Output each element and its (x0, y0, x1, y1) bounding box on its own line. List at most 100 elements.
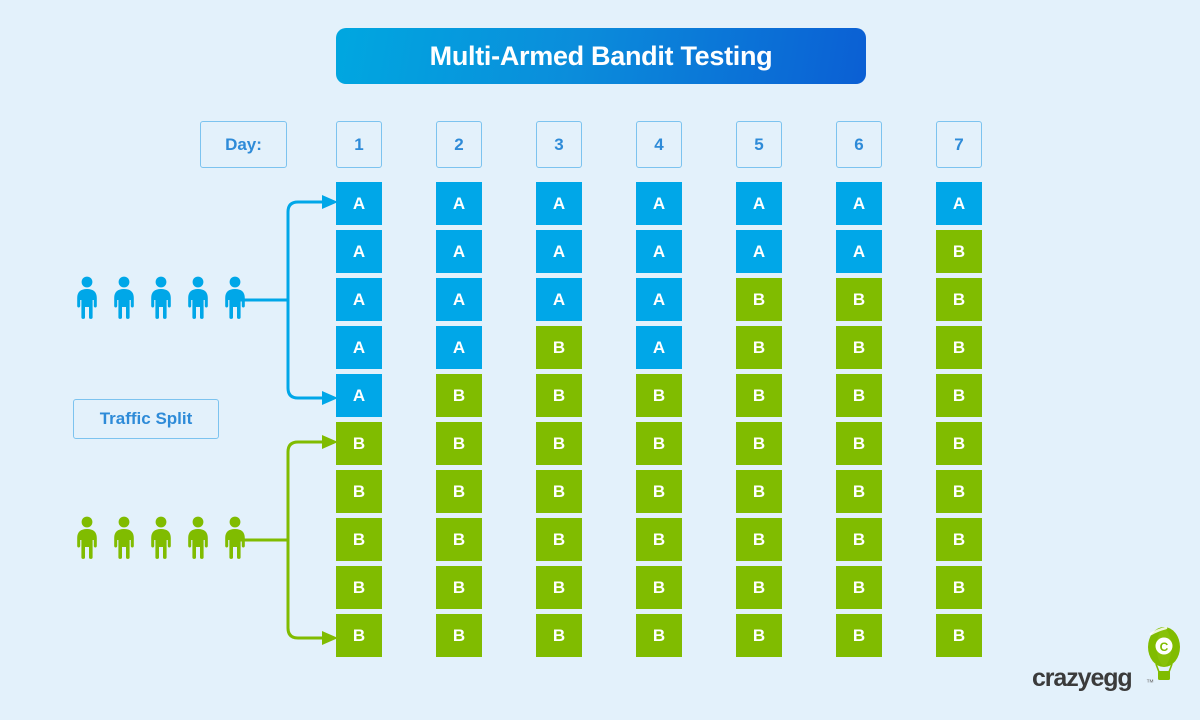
grid-cell-d7-r10: B (936, 614, 982, 657)
day-header-4: 4 (636, 121, 682, 168)
grid-cell-d2-r7: B (436, 470, 482, 513)
grid-cell-d1-r8: B (336, 518, 382, 561)
day-header-3: 3 (536, 121, 582, 168)
grid-cell-d3-r1: A (536, 182, 582, 225)
grid-cell-d1-r7: B (336, 470, 382, 513)
crazyegg-logo: C crazyegg ™ (1032, 626, 1182, 698)
grid-cell-d4-r4: A (636, 326, 682, 369)
day-header-7: 7 (936, 121, 982, 168)
person-icon (188, 516, 208, 559)
day-header-2: 2 (436, 121, 482, 168)
svg-text:C: C (1160, 640, 1169, 654)
day-header-label: 4 (654, 134, 664, 154)
person-icon (114, 276, 134, 319)
traffic-split-label: Traffic Split (99, 409, 193, 428)
grid-cell-d3-r2: A (536, 230, 582, 273)
grid-cell-d1-r10: B (336, 614, 382, 657)
grid-cell-d7-r8: B (936, 518, 982, 561)
grid-cell-d7-r6: B (936, 422, 982, 465)
person-icon (151, 516, 171, 559)
day-caption-box: Day: (200, 121, 287, 168)
grid-cell-d3-r4: B (536, 326, 582, 369)
grid-cell-d4-r3: A (636, 278, 682, 321)
grid-cell-d1-r6: B (336, 422, 382, 465)
person-icon (225, 516, 245, 559)
grid-cell-d5-r2: A (736, 230, 782, 273)
grid-cell-d2-r1: A (436, 182, 482, 225)
person-icon (114, 516, 134, 559)
grid-cell-d4-r2: A (636, 230, 682, 273)
people-group-b (74, 516, 248, 560)
grid-cell-d3-r6: B (536, 422, 582, 465)
bracket-group-b (232, 435, 338, 645)
grid-cell-d5-r6: B (736, 422, 782, 465)
grid-cell-d1-r4: A (336, 326, 382, 369)
grid-cell-d7-r9: B (936, 566, 982, 609)
grid-cell-d7-r4: B (936, 326, 982, 369)
bracket-group-a (232, 195, 338, 405)
grid-cell-d7-r7: B (936, 470, 982, 513)
grid-cell-d3-r3: A (536, 278, 582, 321)
page-title: Multi-Armed Bandit Testing (429, 40, 773, 71)
grid-cell-d6-r3: B (836, 278, 882, 321)
grid-cell-d1-r2: A (336, 230, 382, 273)
arrow-right-icon (322, 631, 338, 645)
grid-cell-d6-r1: A (836, 182, 882, 225)
logo-trademark: ™ (1146, 678, 1154, 687)
grid-cell-d1-r9: B (336, 566, 382, 609)
grid-cell-d6-r8: B (836, 518, 882, 561)
grid-cell-d2-r6: B (436, 422, 482, 465)
day-header-label: 6 (854, 134, 864, 154)
grid-cell-d2-r8: B (436, 518, 482, 561)
grid-cell-d3-r10: B (536, 614, 582, 657)
day-header-5: 5 (736, 121, 782, 168)
grid-cell-d2-r3: A (436, 278, 482, 321)
hot-air-balloon-icon: C (1148, 626, 1180, 680)
person-icon (151, 276, 171, 319)
grid-cell-d1-r1: A (336, 182, 382, 225)
person-icon (188, 276, 208, 319)
grid-cell-d6-r4: B (836, 326, 882, 369)
grid-cell-d3-r5: B (536, 374, 582, 417)
day-header-1: 1 (336, 121, 382, 168)
grid-cell-d7-r1: A (936, 182, 982, 225)
grid-cell-d3-r8: B (536, 518, 582, 561)
title-banner: Multi-Armed Bandit Testing (336, 28, 866, 84)
grid-cell-d3-r9: B (536, 566, 582, 609)
grid-cell-d6-r5: B (836, 374, 882, 417)
grid-cell-d5-r5: B (736, 374, 782, 417)
grid-cell-d2-r5: B (436, 374, 482, 417)
grid-cell-d5-r7: B (736, 470, 782, 513)
day-header-label: 7 (954, 134, 964, 154)
grid-cell-d2-r2: A (436, 230, 482, 273)
day-header-label: 2 (454, 134, 464, 154)
grid-cell-d4-r9: B (636, 566, 682, 609)
day-header-label: 1 (354, 134, 364, 154)
grid-cell-d3-r7: B (536, 470, 582, 513)
grid-cell-d6-r10: B (836, 614, 882, 657)
person-icon (77, 276, 97, 319)
arrow-right-icon (322, 391, 338, 405)
grid-cell-d6-r7: B (836, 470, 882, 513)
grid-cell-d7-r5: B (936, 374, 982, 417)
grid-cell-d4-r5: B (636, 374, 682, 417)
arrow-right-icon (322, 435, 338, 449)
day-caption-label: Day: (225, 134, 262, 154)
grid-cell-d1-r5: A (336, 374, 382, 417)
grid-cell-d4-r6: B (636, 422, 682, 465)
day-header-6: 6 (836, 121, 882, 168)
grid-cell-d1-r3: A (336, 278, 382, 321)
grid-cell-d4-r8: B (636, 518, 682, 561)
grid-cell-d2-r9: B (436, 566, 482, 609)
grid-cell-d4-r10: B (636, 614, 682, 657)
grid-cell-d5-r9: B (736, 566, 782, 609)
person-icon (225, 276, 245, 319)
grid-cell-d6-r2: A (836, 230, 882, 273)
grid-cell-d2-r10: B (436, 614, 482, 657)
grid-cell-d2-r4: A (436, 326, 482, 369)
grid-cell-d5-r1: A (736, 182, 782, 225)
grid-cell-d7-r2: B (936, 230, 982, 273)
logo-wordmark: crazyegg (1032, 664, 1133, 692)
day-header-label: 5 (754, 134, 764, 154)
